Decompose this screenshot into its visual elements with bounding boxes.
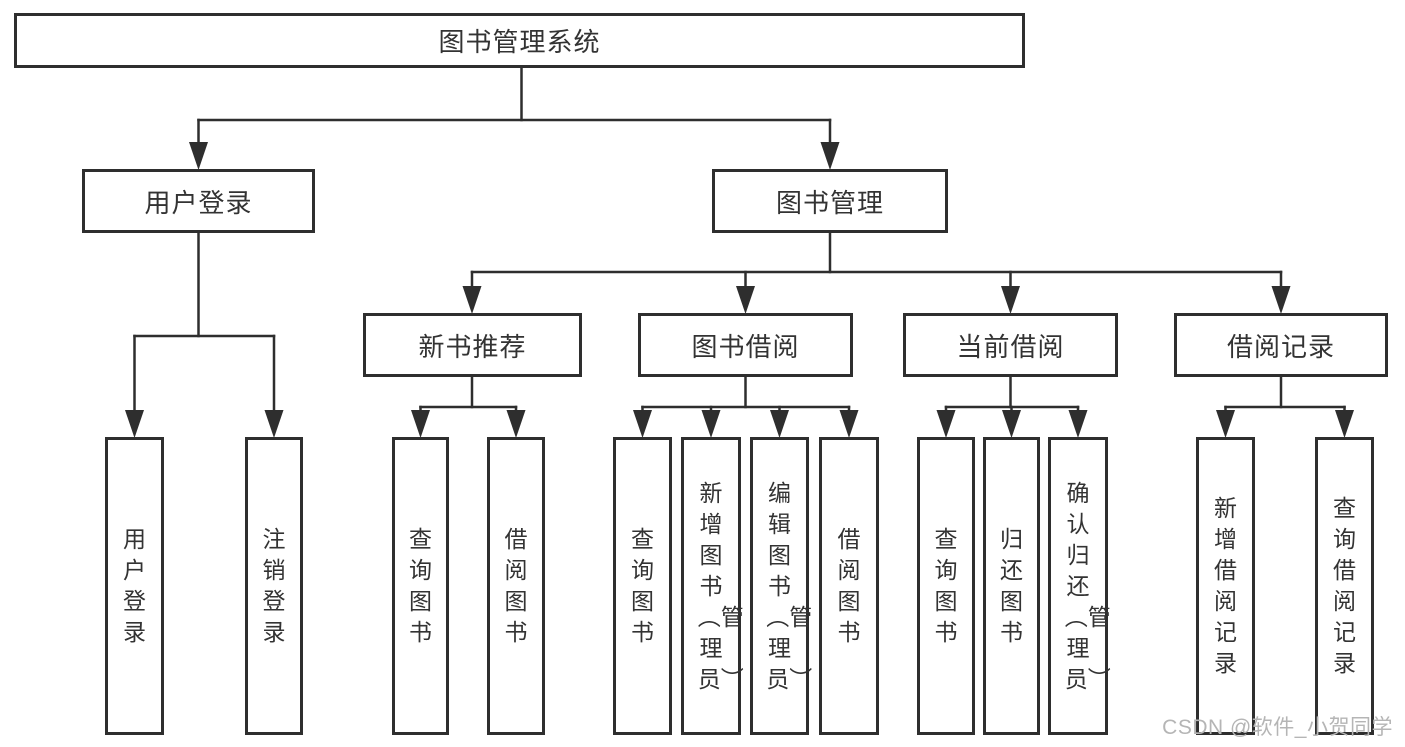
watermark: CSDN @软件_小贺同学 (1162, 716, 1393, 739)
leaf-query-books-borrowing: 查询图书 (613, 437, 672, 735)
leaf-add-books-admin: 新增图书︵管理员︶ (681, 437, 744, 735)
node-library-system: 图书管理系统 (14, 13, 1025, 68)
node-user-login: 用户登录 (82, 169, 315, 233)
leaf-user-login: 用户登录 (105, 437, 164, 735)
leaf-query-books-recommend: 查询图书 (392, 437, 449, 735)
leaf-query-books-borrowing-label: 查询图书 (631, 526, 654, 645)
node-book-management: 图书管理 (712, 169, 948, 233)
leaf-query-books-recommend-label: 查询图书 (409, 526, 432, 645)
node-new-book-recommendation-label: 新书推荐 (418, 331, 527, 362)
node-current-borrowing-label: 当前借阅 (956, 331, 1065, 362)
leaf-query-books-current-label: 查询图书 (934, 526, 958, 645)
leaf-borrow-books-recommend: 借阅图书 (487, 437, 545, 735)
leaf-logout: 注销登录 (245, 437, 303, 735)
leaf-return-books-label: 归还图书 (1000, 526, 1023, 645)
node-current-borrowing: 当前借阅 (903, 313, 1118, 377)
node-borrowing-records-label: 借阅记录 (1226, 331, 1335, 362)
leaf-query-borrowing-record-label: 查询借阅记录 (1333, 495, 1356, 676)
node-book-management-label: 图书管理 (775, 187, 884, 218)
node-book-borrowing: 图书借阅 (638, 313, 853, 377)
node-new-book-recommendation: 新书推荐 (363, 313, 582, 377)
leaf-borrow-books-borrowing-label: 借阅图书 (837, 526, 861, 645)
leaf-return-books: 归还图书 (983, 437, 1040, 735)
leaf-confirm-return-admin-label: 确认归还︵管理员︶ (1064, 479, 1111, 692)
node-borrowing-records: 借阅记录 (1174, 313, 1388, 377)
leaf-add-books-admin-label: 新增图书︵管理员︶ (697, 479, 744, 692)
leaf-query-borrowing-record: 查询借阅记录 (1315, 437, 1374, 735)
leaf-confirm-return-admin: 确认归还︵管理员︶ (1048, 437, 1111, 735)
leaf-edit-books-admin: 编辑图书︵管理员︶ (750, 437, 813, 735)
leaf-add-borrowing-record: 新增借阅记录 (1196, 437, 1255, 735)
leaf-edit-books-admin-label: 编辑图书︵管理员︶ (766, 479, 813, 692)
node-book-borrowing-label: 图书借阅 (691, 331, 800, 362)
leaf-user-login-label: 用户登录 (123, 526, 146, 645)
leaf-add-borrowing-record-label: 新增借阅记录 (1214, 495, 1237, 676)
leaf-borrow-books-borrowing: 借阅图书 (819, 437, 879, 735)
leaf-logout-label: 注销登录 (262, 526, 286, 645)
node-user-login-label: 用户登录 (144, 187, 253, 218)
leaf-query-books-current: 查询图书 (917, 437, 975, 735)
leaf-borrow-books-recommend-label: 借阅图书 (504, 526, 528, 645)
node-library-system-label: 图书管理系统 (438, 27, 601, 57)
